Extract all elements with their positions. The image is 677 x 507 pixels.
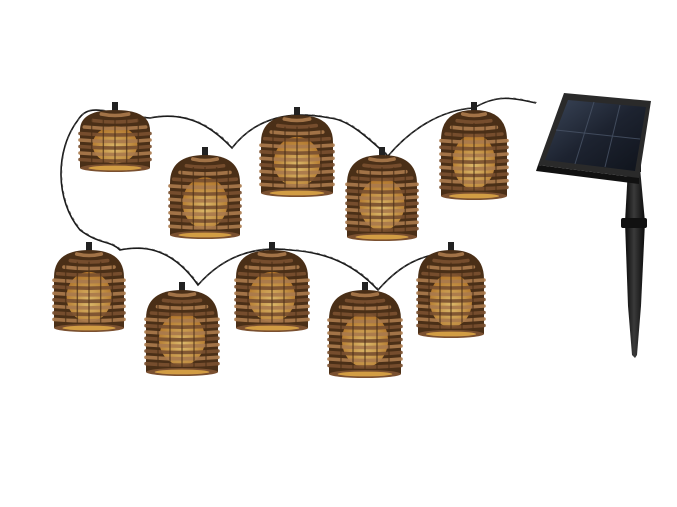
rattan-lantern — [234, 242, 310, 332]
rattan-lantern — [52, 242, 126, 332]
rattan-lantern — [345, 147, 419, 241]
solar-panel — [536, 93, 651, 184]
rattan-lantern — [78, 102, 152, 172]
rattan-lantern — [259, 107, 335, 197]
rattan-lantern — [327, 282, 403, 378]
rattan-lantern — [439, 102, 509, 200]
rattan-lantern — [168, 147, 242, 239]
rattan-lantern — [144, 282, 220, 376]
lantern-group — [52, 102, 509, 378]
rattan-lantern — [416, 242, 486, 338]
